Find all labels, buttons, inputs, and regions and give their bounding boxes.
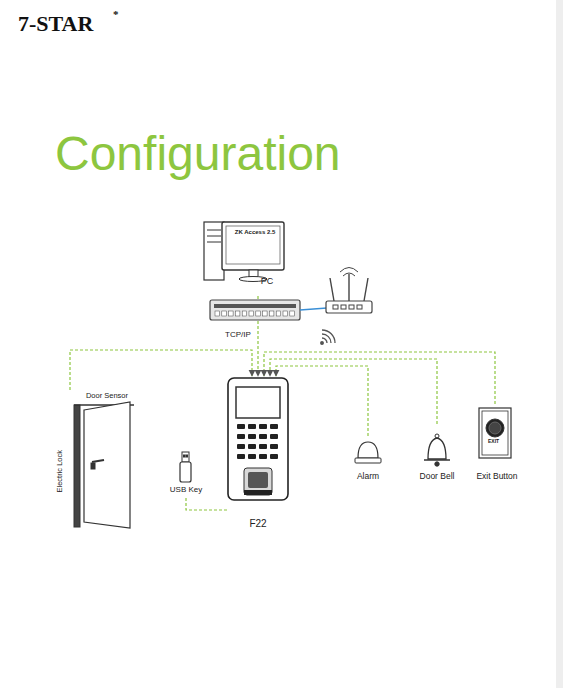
switch-port [263,311,268,316]
dashed-wire [70,350,252,390]
pc-node: ZK Access 2.5PC [200,212,290,296]
usb-key [180,452,191,482]
device-label: Door Sensor [78,392,136,401]
switch-port [283,311,288,316]
button-text: EXIT [488,439,499,445]
keypad-key [237,434,245,439]
edge-label: TCP/IP [224,331,252,340]
alarm-node: Alarm [343,436,393,486]
network-switch [210,300,300,320]
switch-port [256,311,260,316]
keypad-key [259,444,267,449]
vertical-label: Electric Lock [56,450,65,493]
keypad-key [270,434,278,439]
door-bell [424,434,450,466]
page-title: Configuration [55,128,341,181]
exit-node: Exit Button [466,404,528,486]
device-node: F22 [228,376,288,534]
dashed-wire [276,366,368,436]
keypad-key [237,444,245,449]
switch-port [249,311,254,316]
exit-button-plate [479,408,511,458]
f22-terminal [228,378,288,500]
bell-node: Door Bell [404,424,470,486]
device-label: F22 [228,518,288,530]
keypad-key [237,454,245,459]
switch-port [229,311,234,316]
device-label: Exit Button [466,472,528,482]
router [326,268,372,314]
page-edge [556,0,563,688]
keypad-key [248,434,256,439]
device-label: Door Bell [404,472,470,482]
device-label: USB Key [164,485,208,494]
keypad-key [259,454,267,459]
alarm-siren [355,442,381,463]
switch-port [290,311,295,316]
pc-computer [204,222,284,282]
switch-port [215,311,220,316]
device-label: PC [256,276,278,286]
keypad-key [259,434,267,439]
logo-star: * [113,8,119,20]
switch-port [222,311,227,316]
keypad-key [270,454,278,459]
keypad-key [248,454,256,459]
dashed-wire [270,359,437,424]
keypad-key [270,424,278,429]
switch-port [269,311,274,316]
switch-port [276,311,281,316]
keypad-key [248,444,256,449]
network-cable [300,308,327,310]
brand-logo: 7-STAR [18,12,93,36]
door [74,402,134,528]
dashed-wire [264,352,495,404]
keypad-key [259,424,267,429]
door-node: Door SensorElectric Lock [56,390,136,530]
device-label: Alarm [343,472,393,482]
wifi-icon [321,330,335,344]
keypad-key [248,424,256,429]
switch-port [235,311,240,316]
switch-port [242,311,247,316]
keypad-key [237,424,245,429]
device-label: ZK Access 2.5 [226,229,284,236]
usb-node: USB Key [164,450,208,498]
dashed-wire [186,498,228,510]
keypad-key [270,444,278,449]
